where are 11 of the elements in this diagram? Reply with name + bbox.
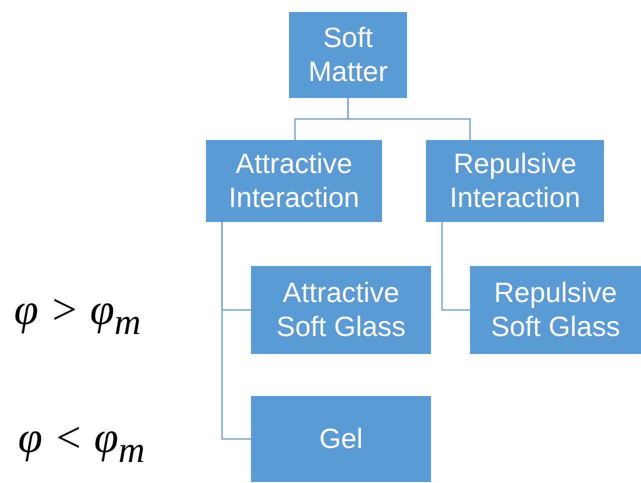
math-condition: φ > φ$_{m}$	[14, 284, 141, 343]
category-box: Soft Matter	[289, 12, 407, 98]
category-box: Attractive Soft Glass	[251, 266, 431, 354]
category-box: Gel	[251, 396, 431, 482]
category-box: Attractive Interaction	[206, 140, 382, 222]
category-box: Repulsive Interaction	[426, 140, 604, 222]
connector-line	[441, 222, 470, 311]
connector-line	[221, 222, 251, 440]
math-condition: φ < φ$_{m}$	[18, 412, 145, 471]
category-box: Repulsive Soft Glass	[470, 266, 641, 354]
connector-line	[347, 98, 471, 140]
